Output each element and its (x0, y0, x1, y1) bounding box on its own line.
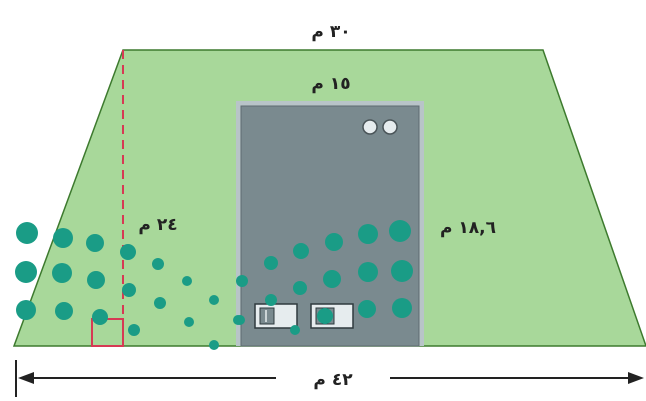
teal-dot (264, 256, 278, 270)
teal-dot (358, 300, 376, 318)
teal-dot (391, 260, 413, 282)
label-building-width: ١٥ م (311, 74, 350, 94)
teal-dot (120, 244, 136, 260)
teal-dot (154, 297, 166, 309)
building-panel-left-inner (259, 307, 275, 325)
teal-dot (358, 224, 378, 244)
teal-dot (358, 262, 378, 282)
label-building-height: ١٨,٦ م (440, 218, 496, 238)
label-top-base: ٣٠ م (311, 22, 350, 42)
teal-dot (16, 300, 36, 320)
teal-dot (209, 340, 219, 350)
teal-dot (325, 233, 343, 251)
teal-dot (236, 275, 248, 287)
teal-dot (122, 283, 136, 297)
teal-dot (389, 220, 411, 242)
arrow-head-left (18, 372, 34, 384)
label-height: ٢٤ م (138, 215, 177, 235)
teal-dot (293, 243, 309, 259)
teal-dot (53, 228, 73, 248)
base-dimension-arrow (15, 360, 644, 397)
teal-dot (15, 261, 37, 283)
teal-dot (265, 294, 277, 306)
building-circle-right (382, 119, 398, 135)
teal-dot (293, 281, 307, 295)
teal-dot (317, 308, 333, 324)
teal-dot (86, 234, 104, 252)
teal-dot (392, 298, 412, 318)
label-bottom-base: ٤٢ م (313, 370, 353, 390)
teal-dot (55, 302, 73, 320)
teal-dot (290, 325, 300, 335)
teal-dot (128, 324, 140, 336)
teal-dot (182, 276, 192, 286)
teal-dot (209, 295, 219, 305)
teal-dot (233, 315, 243, 325)
teal-dot (323, 270, 341, 288)
dots-group (15, 220, 413, 350)
teal-dot (184, 317, 194, 327)
teal-dot (87, 271, 105, 289)
teal-dot (152, 258, 164, 270)
building-circle-left (362, 119, 378, 135)
arrow-head-right (628, 372, 644, 384)
teal-dot (52, 263, 72, 283)
teal-dot (92, 309, 108, 325)
teal-dot (16, 222, 38, 244)
